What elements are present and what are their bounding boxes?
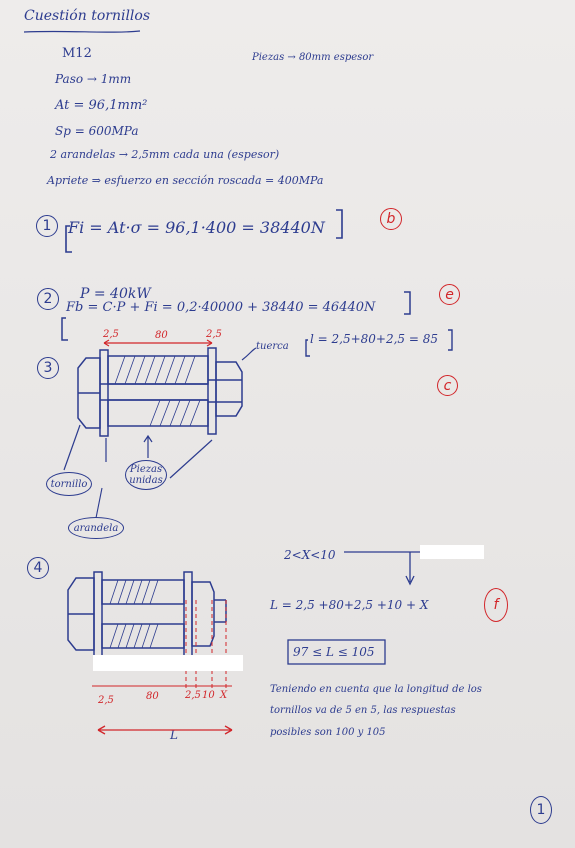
bolt-size: M12 [62, 46, 92, 61]
q1-equation: Fi = At·σ = 96,1·400 = 38440N [68, 218, 325, 237]
q3-dim-washer-right: 2,5 [206, 329, 222, 340]
q3-hatching [114, 355, 201, 427]
pieces-thickness: Piezas → 80mm espesor [252, 52, 374, 63]
q4-bound-box [287, 639, 386, 665]
q3-bolt-leader [63, 424, 81, 471]
tightening: Apriete ⇒ esfuerzo en sección roscada = … [47, 174, 324, 187]
q4-washer-right [183, 571, 193, 659]
q3-nut [215, 361, 243, 417]
proof-strength: Sp = 600MPa [55, 124, 139, 138]
q3-dim-pieces: 80 [155, 330, 168, 341]
q4-answer: f [484, 588, 508, 622]
q3-grip-length: l = 2,5+80+2,5 = 85 [310, 332, 439, 346]
q1-open-bracket [65, 225, 72, 253]
question-4-number: 4 [27, 557, 49, 579]
question-1-number: 1 [36, 215, 58, 237]
page-number: 1 [530, 796, 552, 824]
q2-answer: e [439, 284, 460, 305]
q3-washer-label-leader [95, 487, 103, 519]
q3-piece-top [107, 355, 209, 385]
whiteout-patch [93, 655, 243, 671]
q3-dim-washer-left: 2,5 [103, 329, 119, 340]
q4-hatching [109, 579, 159, 649]
q3-close-bracket [448, 329, 453, 351]
q3-piece-bottom [107, 399, 209, 427]
q4-dim-e: X [220, 690, 228, 701]
q3-pieces-leader-2 [169, 439, 213, 479]
label-pieces: Piezas unidas [125, 460, 167, 490]
title-underline [23, 30, 141, 33]
q4-nut [191, 581, 215, 647]
whiteout-patch [420, 545, 484, 559]
q1-answer: b [380, 208, 402, 230]
q4-dim-a: 2,5 [98, 695, 114, 706]
q4-length-eq: L = 2,5 +80+2,5 +10 + X [270, 598, 429, 612]
q4-total-arrowheads [97, 725, 233, 735]
q4-conclusion-line-3: posibles son 100 y 105 [270, 727, 386, 738]
q3-pieces-leader [143, 434, 153, 458]
q3-nut-label: tuerca [256, 341, 289, 352]
q4-dim-extensions [185, 600, 227, 690]
q3-open-bracket [305, 339, 310, 357]
q2-equation: Fb = C·P + Fi = 0,2·40000 + 38440 = 4644… [66, 300, 376, 315]
q4-conclusion-line-1: Teniendo en cuenta que la longitud de lo… [270, 684, 482, 695]
page-title: Cuestión tornillos [24, 8, 151, 24]
label-bolt: tornillo [46, 472, 92, 496]
q2-close-bracket [404, 291, 411, 315]
q4-dim-b: 80 [146, 691, 159, 702]
q4-conclusion-line-2: tornillos va de 5 en 5, las respuestas [270, 705, 456, 716]
q3-washer-right [207, 347, 217, 435]
q3-answer: c [437, 375, 458, 396]
q4-dim-c: 2,5 [185, 690, 201, 701]
q3-nut-leader [241, 347, 257, 361]
q4-bound: 97 ≤ L ≤ 105 [293, 645, 375, 659]
stress-area: At = 96,1mm² [55, 98, 148, 113]
q3-washer-left [99, 349, 109, 437]
q1-close-bracket [336, 209, 343, 239]
q4-dim-total: L [170, 728, 178, 742]
q4-range: 2<X<10 [284, 548, 336, 562]
q4-range-arrowhead [405, 575, 415, 586]
q2-open-bracket [61, 317, 68, 341]
q4-bolt-drawing [67, 571, 227, 659]
question-3-number: 3 [37, 357, 59, 379]
q3-dim-arrowheads [103, 339, 213, 347]
q2-power: P = 40kW [80, 286, 151, 302]
q4-washer-left [93, 571, 103, 659]
q4-dim-d: 10 [202, 690, 215, 701]
washers: 2 arandelas → 2,5mm cada una (espesor) [50, 148, 280, 161]
q3-bolt-drawing [77, 347, 243, 437]
question-2-number: 2 [37, 288, 59, 310]
pitch: Paso → 1mm [55, 72, 132, 86]
